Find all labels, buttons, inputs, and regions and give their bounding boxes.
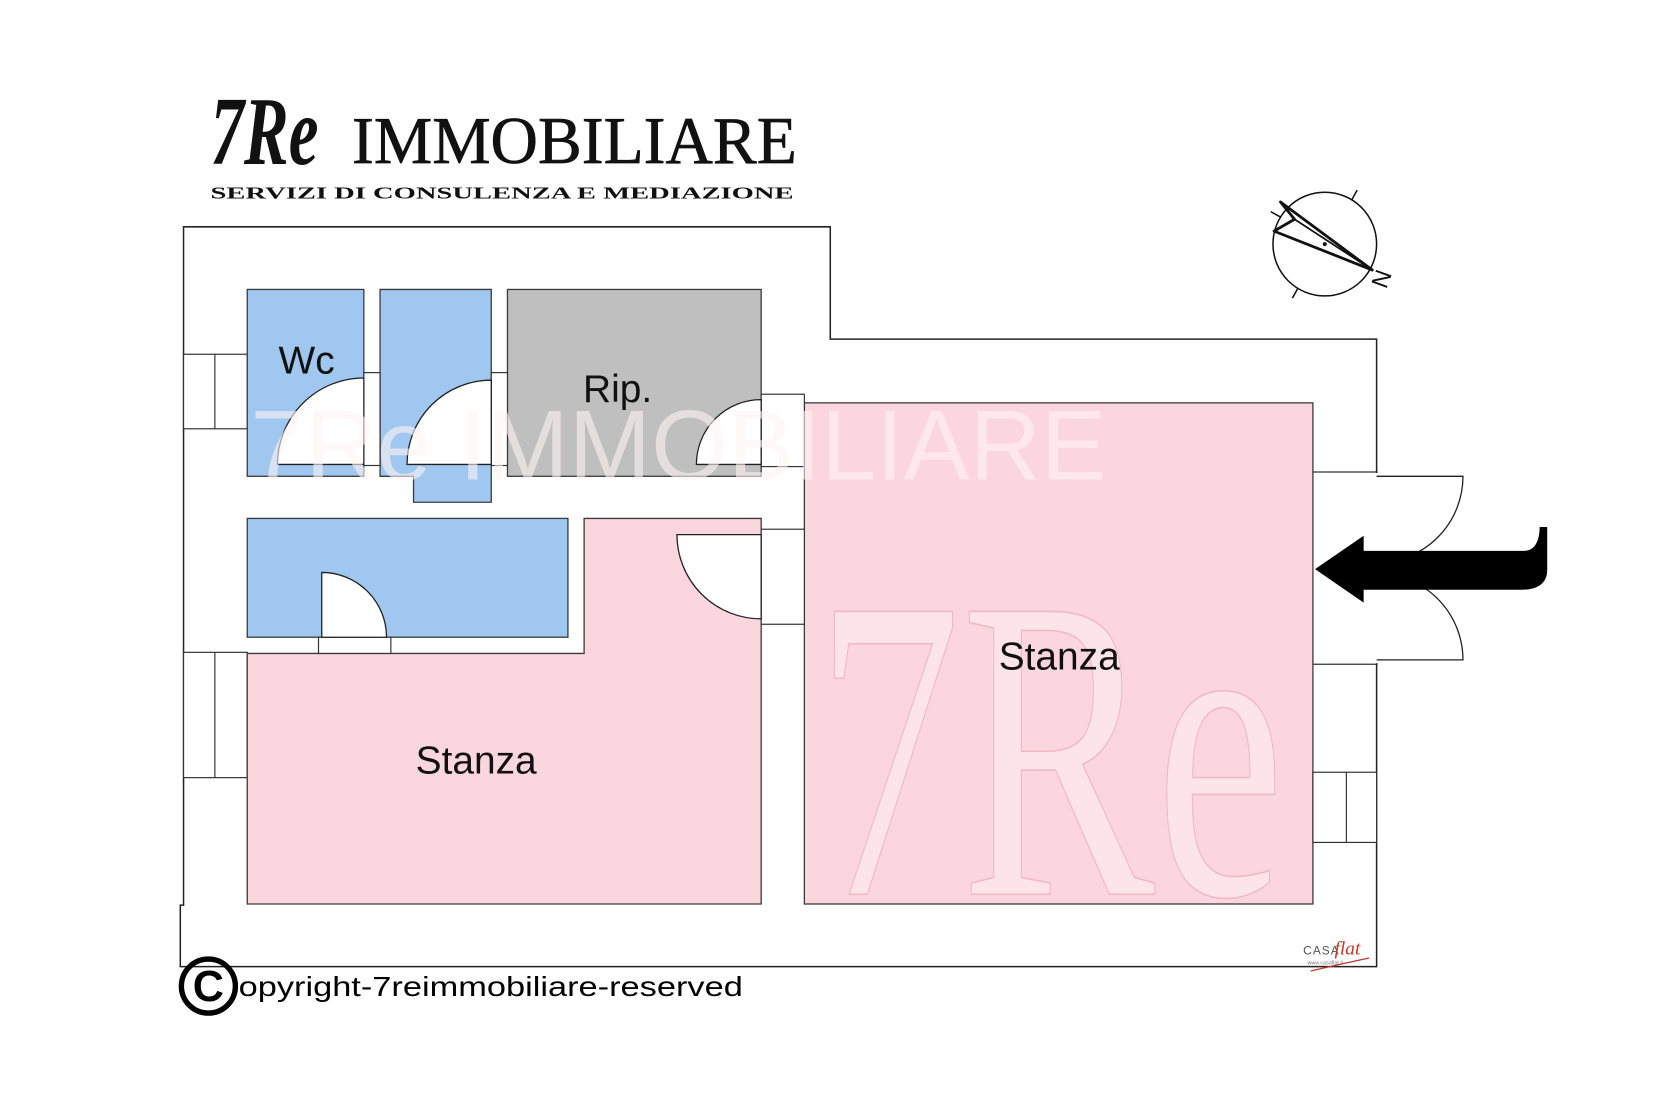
copyright-text: opyright-7reimmobiliare-reserved <box>239 971 743 1002</box>
watermark-text: 7Re IMMOBILIARE <box>250 391 1106 502</box>
brand-logo-mark: 7Re <box>211 78 319 186</box>
casaflat-logo: CASA flat www.casaflat.it <box>1303 939 1370 972</box>
room-stanza-left <box>246 517 762 905</box>
brand-name: IMMOBILIARE <box>352 104 797 178</box>
door-frame-bathroom-lower <box>317 636 392 655</box>
entrance-arrow-icon <box>1315 527 1548 603</box>
room-bathroom-lower <box>246 517 569 638</box>
watermark-logo: 7Re <box>815 510 1285 988</box>
door-frame-rip <box>760 393 805 468</box>
room-stanza-right <box>803 402 1314 905</box>
copyright: C opyright-7reimmobiliare-reserved <box>178 956 743 1016</box>
door-swing-anteroom <box>406 379 492 466</box>
door-frame-stanza-left <box>760 528 805 625</box>
brand-header: 7Re IMMOBILIARE SERVIZI DI CONSULENZA E … <box>211 78 798 203</box>
window-right <box>1312 771 1378 844</box>
room-label-stanza-left: Stanza <box>416 739 537 782</box>
room-label-rip: Rip. <box>583 368 652 411</box>
casaflat-site: www.casaflat.it <box>1307 960 1344 966</box>
room-label-stanza-right: Stanza <box>999 636 1120 679</box>
compass-north-label: N <box>1365 266 1396 291</box>
compass-icon: N <box>1270 189 1396 299</box>
door-swing-bathroom-lower <box>321 571 388 638</box>
casaflat-casa: CASA <box>1303 944 1340 958</box>
window-left-top <box>182 353 248 430</box>
door-swing-stanza-left <box>676 533 762 620</box>
brand-tagline: SERVIZI DI CONSULENZA E MEDIAZIONE <box>211 184 794 203</box>
door-swing-rip <box>695 398 762 466</box>
door-swing-wc <box>276 377 365 466</box>
room-label-wc: Wc <box>279 340 335 383</box>
casaflat-flat: flat <box>1334 939 1360 960</box>
copyright-symbol: C <box>193 963 224 1011</box>
window-left-bottom <box>182 651 248 779</box>
copyright-circle-icon <box>178 956 239 1016</box>
